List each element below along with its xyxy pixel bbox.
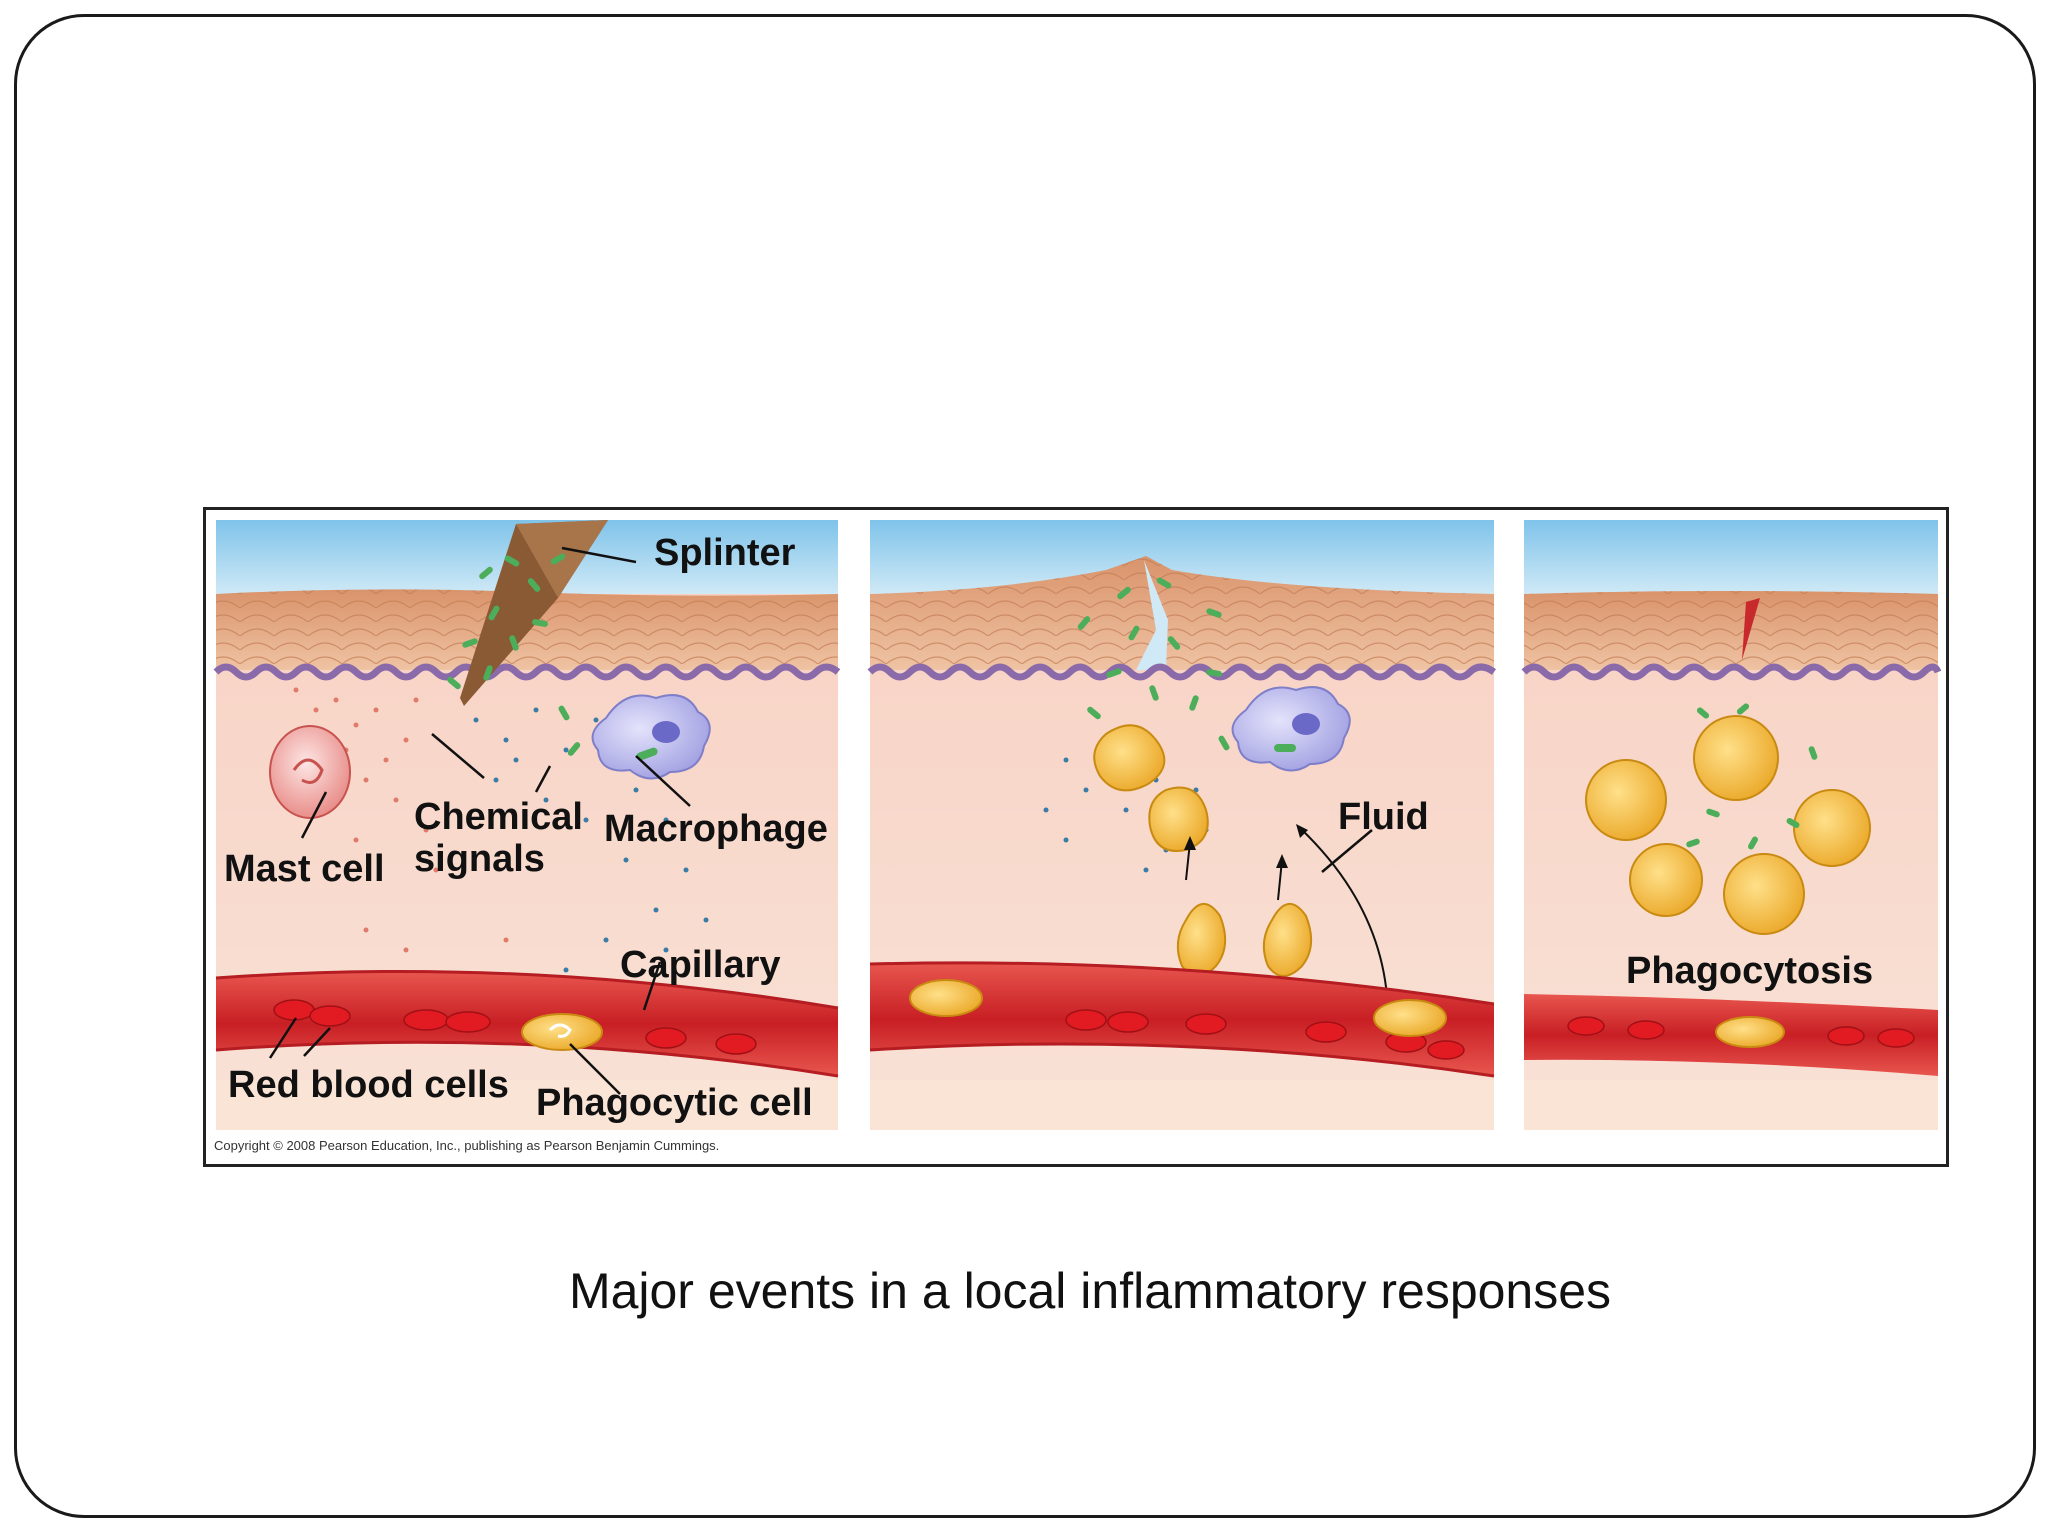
label-macrophage: Macrophage (604, 808, 828, 850)
capillary-shape-2 (869, 961, 1495, 1078)
red-blood-cells-shapes-3 (1567, 1016, 1915, 1048)
phagocytic-cell-shape (521, 1013, 603, 1051)
label-splinter: Splinter (654, 532, 796, 574)
slide-caption: Major events in a local inflammatory res… (568, 1263, 1612, 1319)
bacteria-cluster-3 (1686, 703, 1818, 850)
label-mast-cell: Mast cell (224, 848, 385, 890)
panel-3 (1521, 520, 1942, 1130)
mast-cell-shape (269, 725, 351, 819)
fluid-leader-line (1321, 829, 1373, 873)
inflammation-figure: Splinter Chemical signals Macrophage Mas… (203, 507, 1949, 1167)
phagocytes-in-vessel (909, 979, 1447, 1037)
phagocytes-cluster (1585, 715, 1871, 935)
label-phagocytosis: Phagocytosis (1626, 950, 1874, 992)
bacteria-cluster-1 (447, 553, 581, 756)
phagocytes-migrating (1093, 724, 1313, 977)
copyright-text: Copyright © 2008 Pearson Education, Inc.… (214, 1138, 720, 1153)
label-chemical-signals-line1: Chemical (414, 796, 583, 838)
red-blood-cells-shapes (273, 999, 757, 1055)
red-blood-cells-shapes-2 (1065, 1009, 1465, 1060)
label-phagocytic-cell: Phagocytic cell (536, 1082, 813, 1124)
label-capillary: Capillary (620, 944, 781, 986)
label-red-blood-cells: Red blood cells (228, 1064, 509, 1106)
fluid-arrowheads (1184, 824, 1308, 868)
leader-lines-panel-1 (268, 546, 691, 1095)
figure-illustration (213, 520, 1942, 1130)
label-chemical-signals-line2: signals (414, 838, 545, 880)
basement-membrane (213, 663, 841, 681)
label-fluid: Fluid (1338, 796, 1429, 838)
panel-2 (867, 520, 1497, 1130)
panel-1 (213, 520, 841, 1130)
macrophage-shape-2 (1231, 686, 1351, 772)
macrophage-shape (591, 694, 711, 780)
